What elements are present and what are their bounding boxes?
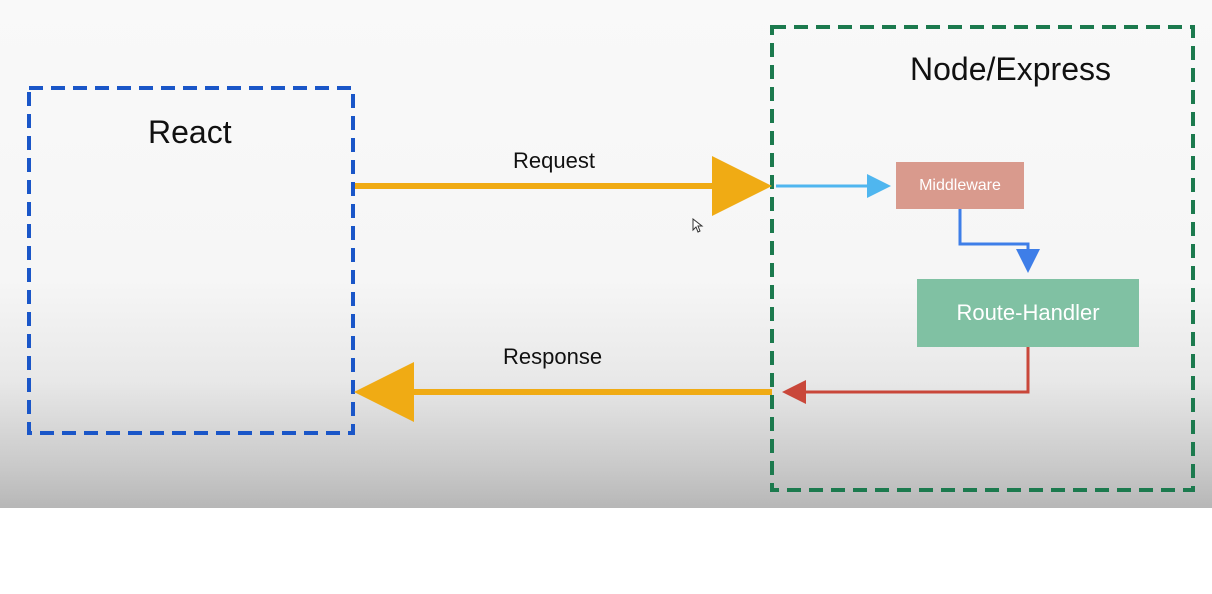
- route-to-response-arrow: [782, 347, 1030, 404]
- middleware-box: Middleware: [896, 162, 1024, 209]
- node-express-label: Node/Express: [910, 51, 1111, 87]
- request-label: Request: [513, 148, 595, 173]
- response-label: Response: [503, 344, 603, 369]
- route-handler-box: Route-Handler: [917, 279, 1139, 347]
- react-frame: [27, 86, 355, 435]
- mouse-pointer-icon: [692, 218, 704, 233]
- middleware-label: Middleware: [919, 176, 1001, 194]
- react-label: React: [148, 114, 232, 150]
- middleware-to-route-arrow: [958, 209, 1040, 273]
- route-handler-label: Route-Handler: [956, 300, 1100, 325]
- slide-background: [0, 0, 1212, 508]
- node-express-frame: [770, 25, 1195, 492]
